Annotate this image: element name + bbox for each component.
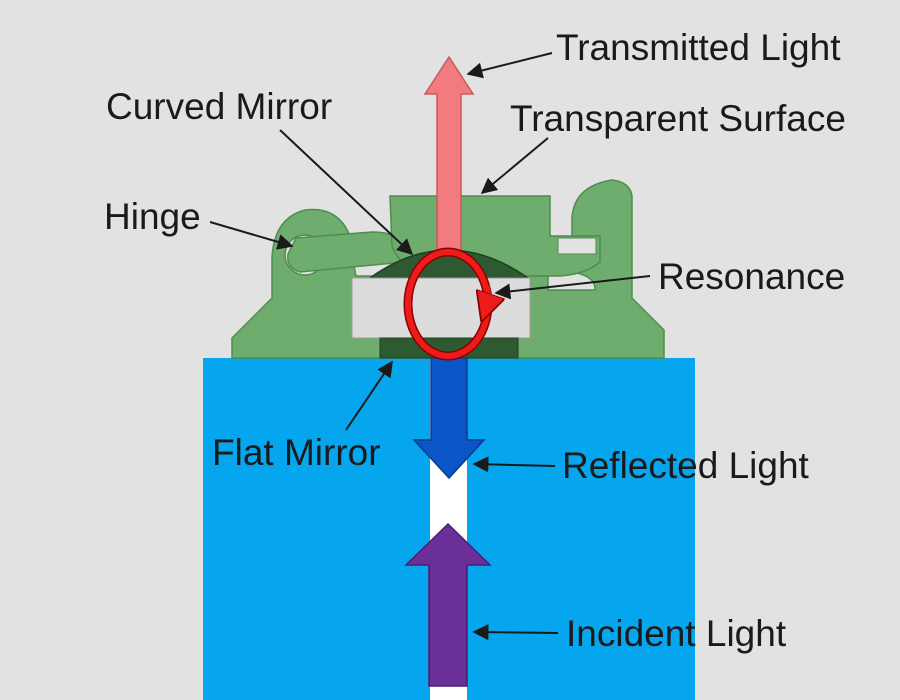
label-transmitted-light: Transmitted Light: [556, 27, 841, 68]
pointer-incident-light: [472, 624, 559, 641]
surface-notch: [557, 237, 597, 255]
label-hinge: Hinge: [104, 196, 201, 237]
transmitted-light-arrow: [423, 55, 475, 251]
label-transparent-surface: Transparent Surface: [510, 98, 846, 139]
incident-light-arrow: [404, 522, 492, 687]
reflected-light-arrow: [412, 357, 486, 480]
pointer-resonance: [494, 275, 651, 300]
label-resonance: Resonance: [658, 256, 845, 297]
pointer-hinge: [209, 221, 294, 250]
label-flat-mirror: Flat Mirror: [212, 432, 381, 473]
pointer-transmitted-light: [466, 52, 553, 79]
pointer-flat-mirror: [345, 360, 393, 431]
pointer-reflected-light: [472, 456, 556, 473]
resonant-cavity: [351, 277, 531, 339]
pointer-transparent-surface: [480, 137, 549, 195]
pointer-curved-mirror: [279, 129, 414, 256]
label-curved-mirror: Curved Mirror: [106, 86, 332, 127]
resonance-direction-arrow: [486, 285, 488, 308]
label-incident-light: Incident Light: [566, 613, 787, 654]
label-reflected-light: Reflected Light: [562, 445, 810, 486]
